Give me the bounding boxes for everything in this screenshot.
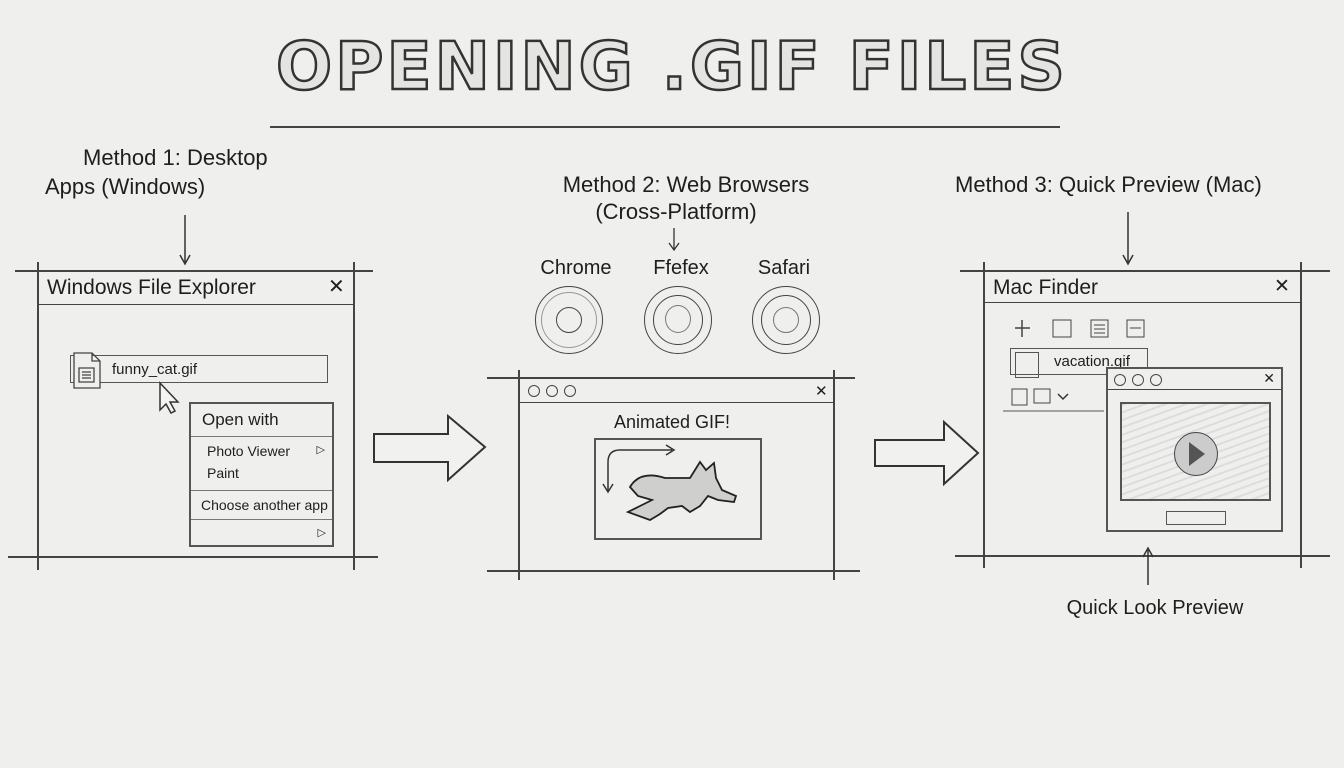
- windows-explorer-title: Windows File Explorer: [47, 276, 256, 299]
- method3-label: Method 3: Quick Preview (Mac): [955, 172, 1262, 197]
- mac-finder-title: Mac Finder: [993, 276, 1099, 299]
- close-icon[interactable]: ✕: [815, 383, 828, 400]
- up-arrow-icon: [1142, 546, 1154, 585]
- chevron-right-icon: ▷: [316, 444, 325, 456]
- close-icon[interactable]: ✕: [328, 276, 345, 298]
- browser-label-safari: Safari: [757, 257, 811, 279]
- right-arrow-icon: [874, 419, 980, 487]
- file-icon: [73, 352, 101, 389]
- method1-label-line1: Method 1: Desktop: [83, 145, 268, 170]
- animated-gif-label: Animated GIF!: [613, 412, 731, 432]
- window-control-maximize[interactable]: [564, 385, 576, 397]
- method2-label-line1: Method 2: Web Browsers: [562, 172, 810, 197]
- firefox-icon[interactable]: [644, 286, 712, 354]
- method1-label-line2: Apps (Windows): [45, 174, 206, 199]
- beach-video-thumbnail: [1120, 402, 1271, 501]
- window-control-close[interactable]: [528, 385, 540, 397]
- page-title: OPENING .GIF FILES: [275, 27, 1068, 107]
- playback-button[interactable]: [1166, 511, 1226, 525]
- file-item-vacation[interactable]: [1010, 348, 1148, 375]
- menu-item-paint[interactable]: Paint: [207, 465, 239, 481]
- gif-preview-frame: [594, 438, 762, 540]
- play-icon[interactable]: [1174, 432, 1218, 476]
- down-arrow-icon: [1122, 212, 1134, 266]
- close-icon[interactable]: ✕: [1263, 370, 1275, 386]
- browser-label-chrome: Chrome: [540, 257, 612, 279]
- menu-item-label: Photo Viewer: [207, 443, 291, 459]
- gif-file-icon: [1015, 352, 1039, 378]
- file-item-funny-cat[interactable]: [70, 355, 328, 383]
- cursor-icon: [159, 381, 180, 414]
- chrome-icon[interactable]: [535, 286, 603, 354]
- title-underline: [270, 126, 1060, 128]
- menu-item-choose-another-app[interactable]: Choose another app: [201, 497, 328, 513]
- quick-look-window: ✕: [1106, 367, 1283, 532]
- browser-label-firefox: Ffefex: [653, 257, 709, 279]
- menu-header: Open with: [202, 410, 279, 429]
- window-control-minimize[interactable]: [546, 385, 558, 397]
- down-arrow-icon: [668, 228, 680, 252]
- safari-icon[interactable]: [752, 286, 820, 354]
- file-name: vacation.gif: [1054, 353, 1130, 370]
- method2-label-line2: (Cross-Platform): [595, 199, 757, 224]
- menu-item-photo-viewer[interactable]: Photo Viewer ▷: [207, 443, 329, 459]
- file-name: funny_cat.gif: [112, 361, 198, 378]
- open-with-context-menu: Open with Photo Viewer ▷ Paint Choose ano…: [189, 402, 334, 547]
- running-cat-illustration: [602, 444, 738, 521]
- finder-toolbar: [1003, 319, 1145, 412]
- down-arrow-icon: [179, 215, 191, 266]
- right-arrow-icon: [373, 413, 487, 483]
- close-icon[interactable]: ✕: [1274, 276, 1290, 297]
- quick-look-caption: Quick Look Preview: [1066, 597, 1244, 619]
- chevron-right-icon[interactable]: ▷: [317, 527, 326, 539]
